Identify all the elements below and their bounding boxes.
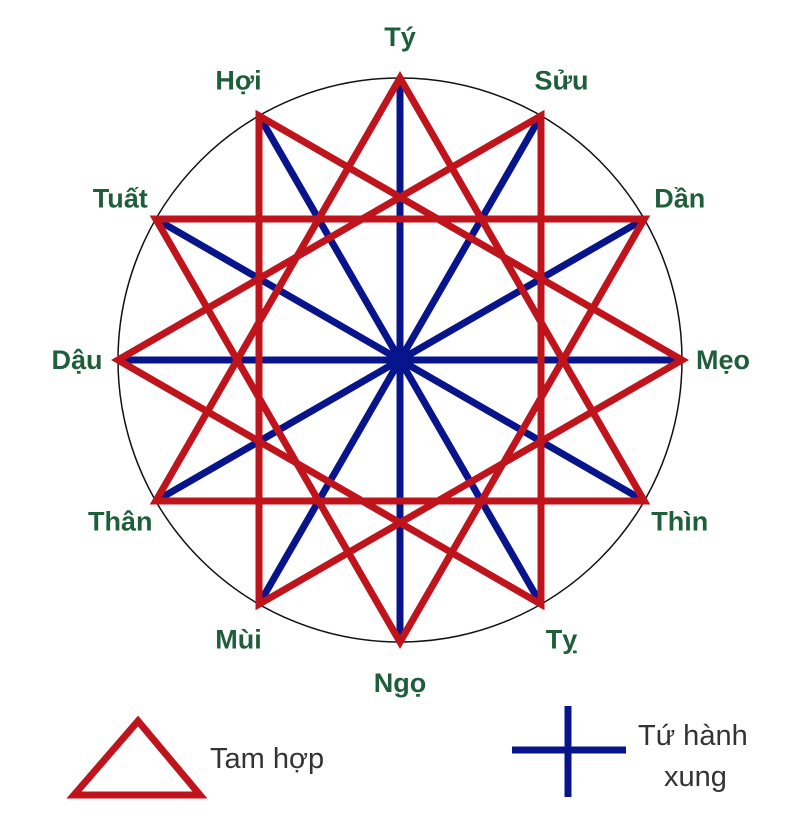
tam-hop-legend-icon	[66, 715, 208, 799]
tam-hop-triangle-dan-ngo-tuat	[149, 215, 651, 649]
zodiac-label-ngo: Ngọ	[374, 668, 426, 698]
zodiac-label-dan: Dần	[654, 184, 705, 214]
zodiac-label-ty-snake: Tỵ	[546, 625, 578, 655]
tam-hop-triangle-suu-ty-snake-dau	[111, 109, 545, 611]
zodiac-label-tuat: Tuất	[93, 184, 148, 214]
zodiac-label-ty-rat: Tý	[384, 22, 416, 52]
tu-hanh-xung-legend-icon	[512, 706, 626, 797]
zodiac-label-mui: Mùi	[215, 625, 262, 655]
zodiac-label-than: Thân	[88, 507, 153, 537]
tu-hanh-xung-legend-label-line1: Tứ hành	[638, 720, 748, 752]
tam-hop-triangles	[111, 71, 689, 649]
zodiac-label-dau: Dậu	[51, 345, 102, 375]
tu-hanh-xung-lines	[118, 78, 682, 642]
zodiac-label-suu: Sửu	[534, 65, 588, 95]
tam-hop-triangle-ty-rat-thin-than	[149, 71, 651, 505]
tam-hop-legend-label: Tam hợp	[210, 743, 325, 775]
zodiac-label-hoi: Hợi	[215, 65, 261, 95]
xung-line-ty-snake-hoi	[255, 114, 545, 606]
zodiac-label-thin: Thìn	[651, 507, 708, 537]
tu-hanh-xung-legend-label-line2: xung	[664, 761, 727, 793]
tam-hop-triangle-meo-mui-hoi	[255, 109, 689, 611]
zodiac-label-meo: Mẹo	[696, 345, 750, 375]
